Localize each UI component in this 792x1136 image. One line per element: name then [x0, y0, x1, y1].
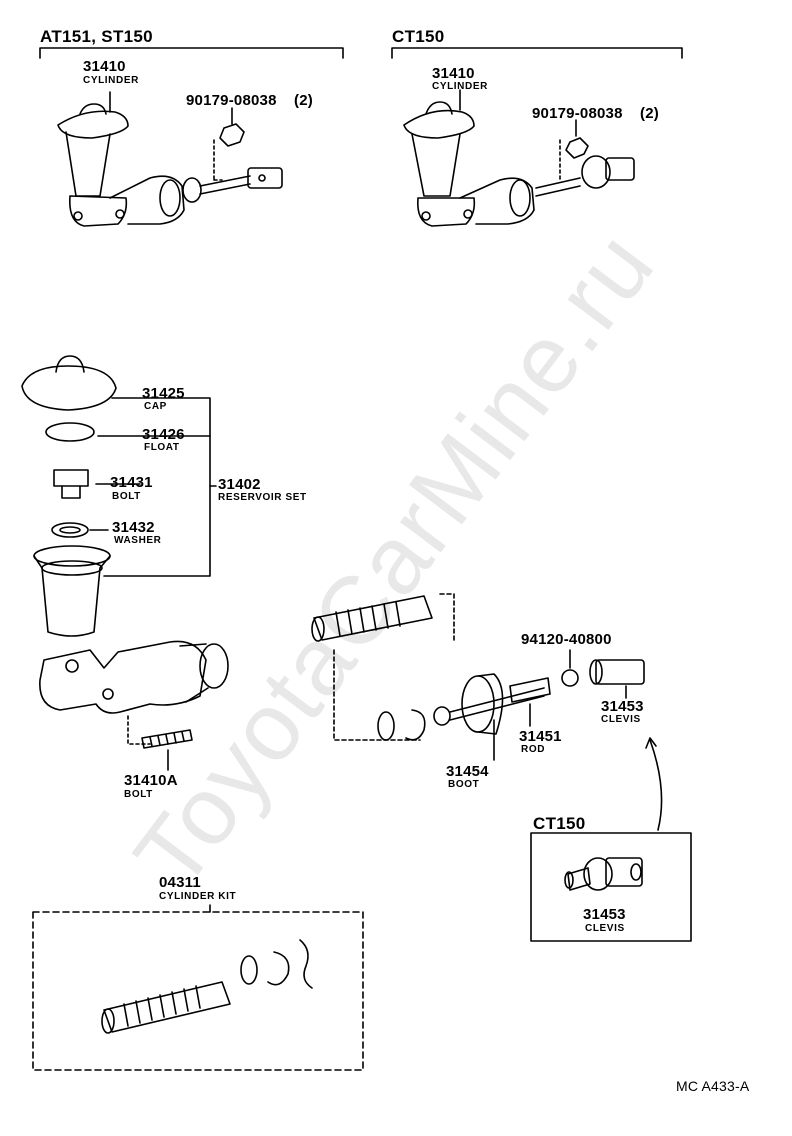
section-title-ct150-clevis: CT150: [533, 814, 586, 833]
part-number-cylinder-a: 31410: [83, 58, 126, 75]
washer-shape: [51, 522, 89, 538]
cylinder-assembly-ct150: [403, 89, 635, 227]
section-title-at151: AT151, ST150: [40, 27, 153, 46]
part-name-washer: WASHER: [114, 535, 162, 546]
float-shape: [45, 422, 95, 442]
part-name-clevis: CLEVIS: [601, 714, 641, 725]
part-number-rod-nut: 94120-40800: [521, 631, 612, 648]
part-number-bolt: 31431: [110, 474, 153, 491]
piston-spring-shape: [311, 593, 455, 741]
ct150-clevis-box: [530, 832, 692, 942]
part-number-nut-b: 90179-08038: [532, 105, 623, 122]
part-name-cylinder-kit: CYLINDER KIT: [159, 891, 237, 902]
reference-arrow: [645, 737, 663, 831]
part-qty-nut-b: (2): [640, 105, 659, 122]
bolt-shape: [53, 469, 89, 499]
cylinder-assembly-at151: [57, 91, 283, 227]
clevis-shape: [589, 659, 645, 699]
part-number-cylinder-b: 31410: [432, 65, 475, 82]
part-name-stud-bolt: BOLT: [124, 789, 153, 800]
part-number-clevis: 31453: [601, 698, 644, 715]
diagram-code: MC A433-A: [676, 1078, 750, 1094]
part-name-bolt: BOLT: [112, 491, 141, 502]
part-number-cap: 31425: [142, 385, 185, 402]
part-name-cylinder-b: CYLINDER: [432, 81, 488, 92]
cap-shape: [21, 355, 117, 411]
part-number-boot: 31454: [446, 763, 489, 780]
rod-nut-shape: [561, 649, 579, 687]
part-name-reservoir-set: RESERVOIR SET: [218, 492, 307, 503]
part-name-float: FLOAT: [144, 442, 180, 453]
section-bracket-ct150: [391, 47, 683, 59]
part-qty-nut-a: (2): [294, 92, 313, 109]
part-number-rod: 31451: [519, 728, 562, 745]
part-name-rod: ROD: [521, 744, 546, 755]
part-number-nut-a: 90179-08038: [186, 92, 277, 109]
part-name-boot: BOOT: [448, 779, 480, 790]
part-name-cap: CAP: [144, 401, 167, 412]
part-number-float: 31426: [142, 426, 185, 443]
rod-shape: [433, 677, 551, 727]
snap-ring-shape: [377, 709, 426, 741]
stud-bolt-shape: [141, 729, 193, 771]
cylinder-kit-box: [32, 904, 364, 1071]
reservoir-body-shape: [33, 545, 111, 637]
part-number-clevis-ct150: 31453: [583, 906, 626, 923]
section-bracket-at151: [39, 47, 344, 59]
reservoir-bracket: [89, 397, 217, 577]
part-name-clevis-ct150: CLEVIS: [585, 923, 625, 934]
part-number-stud-bolt: 31410A: [124, 772, 178, 789]
boot-shape: [461, 673, 504, 761]
part-name-cylinder-a: CYLINDER: [83, 75, 139, 86]
part-number-washer: 31432: [112, 519, 155, 536]
part-number-cylinder-kit: 04311: [159, 874, 201, 891]
part-number-reservoir-set: 31402: [218, 476, 261, 493]
master-cylinder-body: [39, 640, 229, 745]
section-title-ct150: CT150: [392, 27, 445, 46]
